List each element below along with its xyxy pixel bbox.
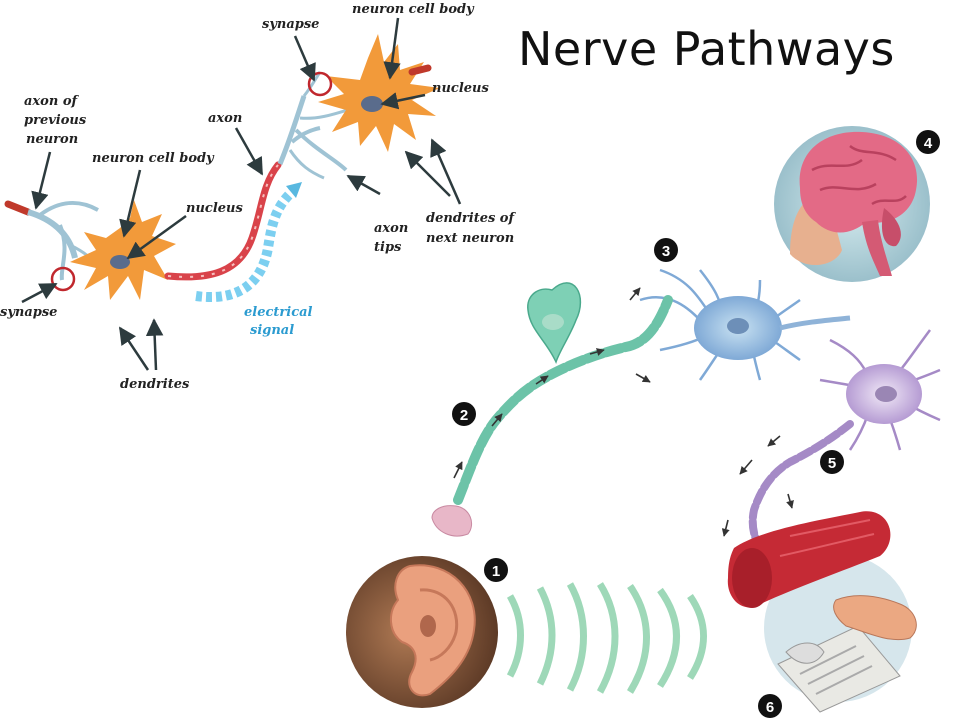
sound-waves	[506, 582, 707, 694]
step-badge-3: 3	[654, 238, 678, 262]
step-badge-1: 1	[484, 558, 508, 582]
sensory-neuron	[431, 282, 673, 537]
ear-illustration	[346, 556, 498, 708]
svg-text:5: 5	[828, 455, 836, 472]
muscle-hand-illustration	[727, 511, 917, 713]
svg-text:2: 2	[460, 407, 468, 424]
label-previous: previous	[24, 113, 87, 128]
label-neuron-cell-body-top: neuron cell body	[352, 2, 475, 17]
label-electrical: electrical	[244, 305, 313, 320]
pathway-illustration: 1 2 3 4 5 6	[346, 126, 941, 718]
label-signal: signal	[250, 323, 294, 338]
label-synapse-left: synapse	[0, 305, 57, 320]
previous-axon	[4, 200, 99, 281]
label-next-neuron: next neuron	[426, 231, 514, 246]
step-badge-6: 6	[758, 694, 782, 718]
neuron-cell-body-left	[70, 200, 176, 300]
svg-text:6: 6	[766, 699, 774, 716]
motor-axon	[748, 420, 854, 556]
label-axon-tips-line2: tips	[374, 240, 402, 255]
label-nucleus-top: nucleus	[432, 81, 489, 96]
step-badge-2: 2	[452, 402, 476, 426]
label-axon: axon	[208, 111, 242, 126]
label-neuron-cell-body-left: neuron cell body	[92, 151, 215, 166]
step-badge-5: 5	[820, 450, 844, 474]
label-axon-of: axon of	[24, 94, 79, 109]
neuron-schematic: synapse neuron cell body nucleus axon of…	[0, 2, 516, 392]
svg-text:1: 1	[492, 563, 500, 580]
synapse-circle-left	[50, 266, 76, 292]
signal-direction-arrows	[453, 287, 794, 537]
label-nucleus-left: nucleus	[186, 201, 243, 216]
label-neuron: neuron	[26, 132, 78, 147]
svg-text:4: 4	[924, 135, 933, 152]
synapse-circle-top	[307, 71, 333, 97]
page-title: Nerve Pathways	[518, 22, 895, 76]
neuron-violet	[819, 329, 941, 451]
label-dendrites-of: dendrites of	[426, 211, 516, 226]
neuron-blue	[639, 268, 851, 381]
label-dendrites: dendrites	[120, 377, 190, 392]
svg-text:3: 3	[662, 243, 670, 260]
step-badge-4: 4	[916, 130, 940, 154]
brain-illustration	[774, 126, 930, 282]
neuron-cell-body-top	[318, 34, 440, 152]
label-axon-tips-line1: axon	[374, 221, 408, 236]
label-synapse-top: synapse	[262, 17, 319, 32]
label-leaders	[21, 17, 462, 371]
electrical-signal-arrow	[195, 186, 298, 302]
